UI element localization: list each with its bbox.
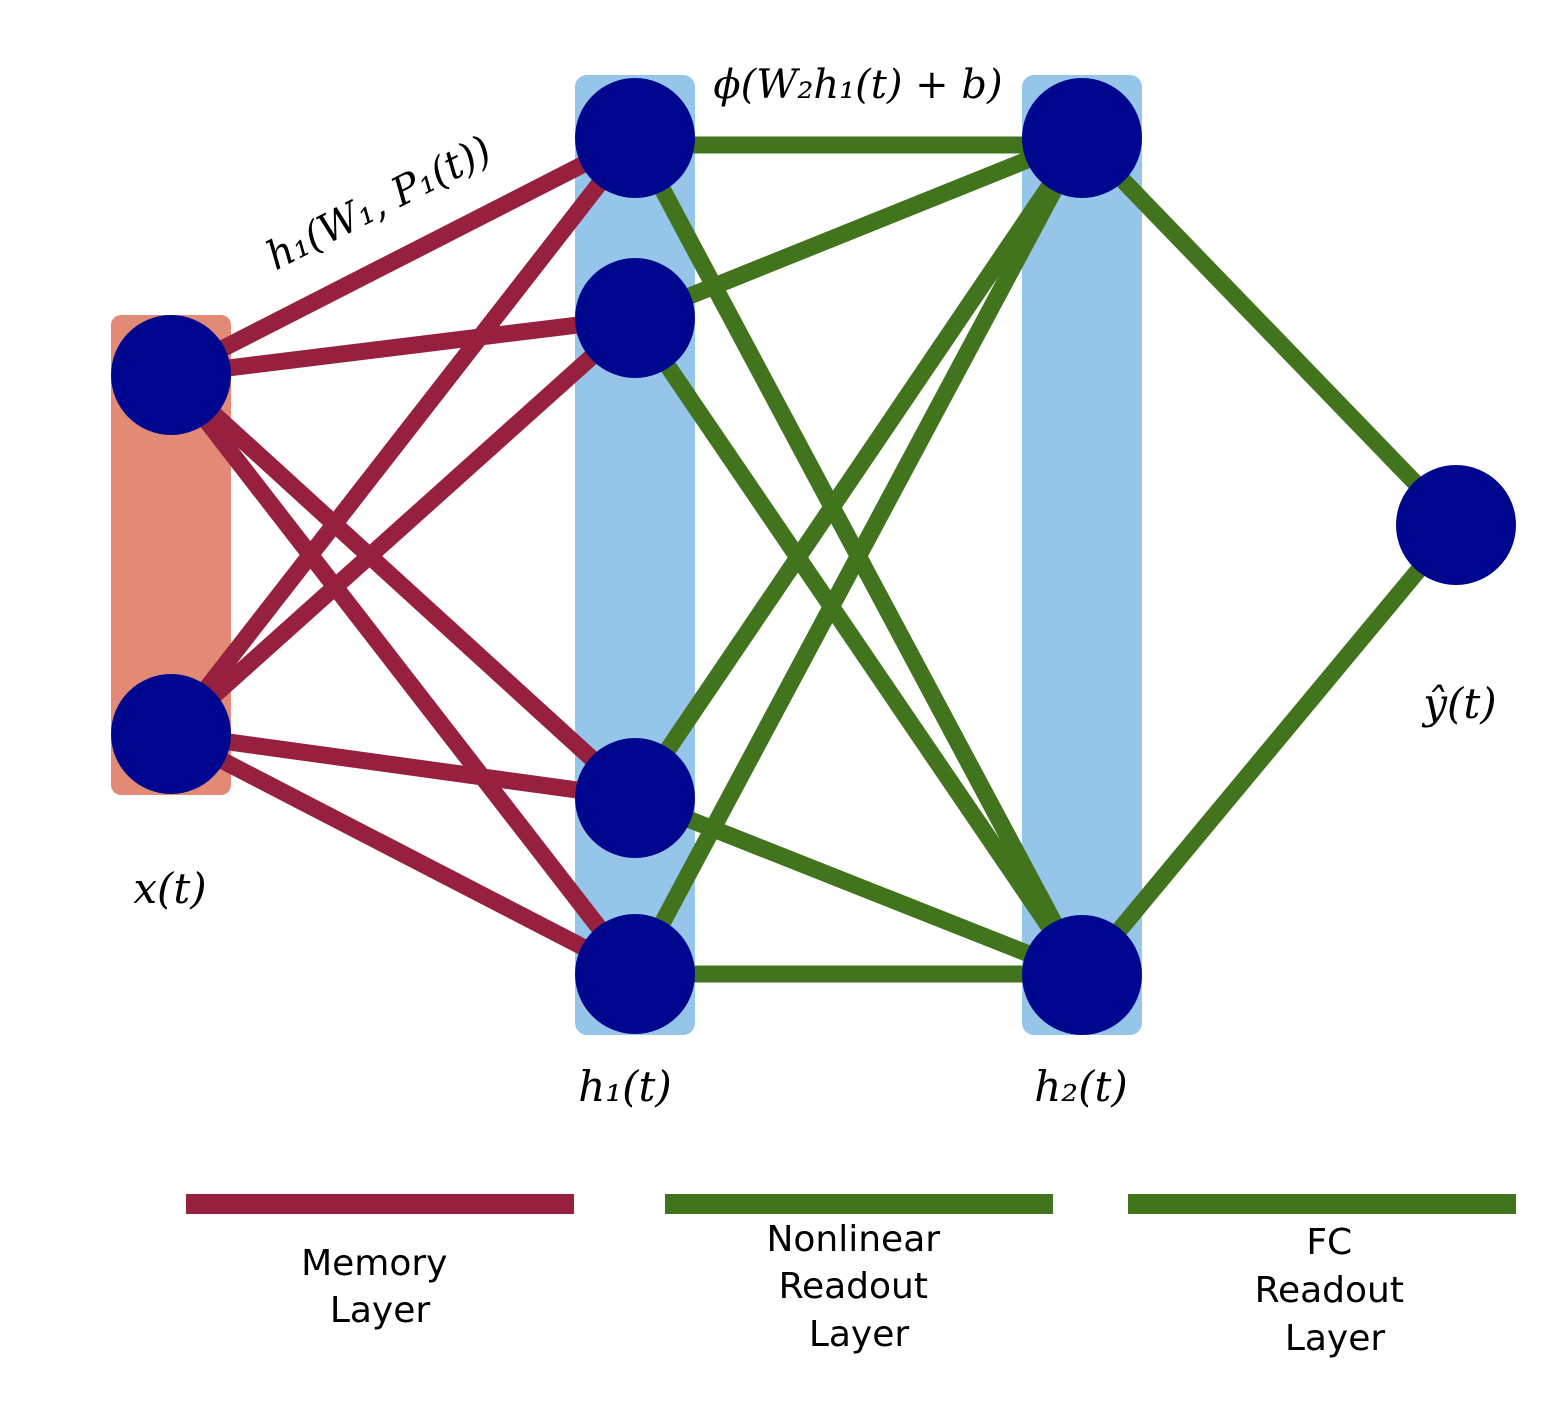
hidden2-label: h₂(t)	[1034, 1062, 1128, 1111]
hidden2-node-1	[1022, 78, 1142, 198]
legend-fc-line-3: Layer	[1285, 1318, 1386, 1359]
input-node-1	[111, 315, 231, 435]
memory-layer-edges	[164, 130, 642, 982]
legend-nonlinear-line-3: Layer	[809, 1314, 910, 1355]
hidden-layer-2-band	[1022, 75, 1142, 1035]
edge-x1-h1a	[167, 130, 639, 383]
hidden2-node-2	[1022, 915, 1142, 1035]
edge-x1-h1c	[165, 368, 641, 805]
fc-readout-edges	[1075, 132, 1463, 981]
legend-nonlinear-line-2: Readout	[779, 1266, 928, 1307]
hidden1-node-1	[575, 78, 695, 198]
legend-memory-line-2: Layer	[330, 1290, 431, 1331]
hidden1-node-2	[575, 258, 695, 378]
edge-x1-h1d	[164, 369, 642, 980]
legend-bar-nonlinear-readout	[665, 1194, 1053, 1214]
legend-nonlinear-line-1: Nonlinear	[766, 1219, 940, 1260]
input-node-2	[111, 674, 231, 794]
nodes	[111, 78, 1516, 1035]
edge-x2-h1a	[164, 132, 642, 740]
edge-h1b-h2b	[627, 313, 1090, 980]
edge-x2-h1d	[167, 726, 639, 982]
edge-h1b-h2a	[631, 130, 1086, 326]
edge-x2-h1b	[165, 311, 641, 741]
hidden1-label: h₁(t)	[578, 1062, 672, 1111]
hidden1-node-3	[575, 738, 695, 858]
memory-formula: h₁(W₁, P₁(t))	[259, 127, 499, 280]
legend-label-memory: Memory Layer	[301, 1243, 459, 1331]
legend-bar-fc-readout	[1128, 1194, 1516, 1214]
nonlinear-readout-edges	[627, 130, 1090, 983]
legend: Memory Layer Nonlinear Readout Layer FC …	[186, 1194, 1516, 1359]
legend-fc-line-2: Readout	[1255, 1270, 1404, 1311]
output-node	[1396, 465, 1516, 585]
edge-h2b-y	[1075, 519, 1463, 981]
readout-formula: ϕ(W₂h₁(t) + b)	[713, 62, 1002, 108]
edge-h1c-h2a	[627, 133, 1090, 803]
legend-bar-memory	[186, 1194, 574, 1214]
edge-h1d-h2a	[627, 133, 1090, 979]
legend-fc-line-1: FC	[1306, 1222, 1352, 1263]
edge-x1-h1b	[169, 309, 637, 384]
input-layer-band	[111, 315, 231, 795]
edge-x2-h1c	[169, 725, 637, 807]
legend-label-nonlinear-readout: Nonlinear Readout Layer	[766, 1219, 951, 1355]
output-label: ŷ(t)	[1421, 679, 1496, 728]
legend-memory-line-1: Memory	[301, 1243, 447, 1284]
hidden1-node-4	[575, 914, 695, 1034]
edge-h2a-y	[1075, 132, 1463, 531]
input-label: x(t)	[133, 864, 206, 913]
legend-label-fc-readout: FC Readout Layer	[1255, 1222, 1416, 1359]
